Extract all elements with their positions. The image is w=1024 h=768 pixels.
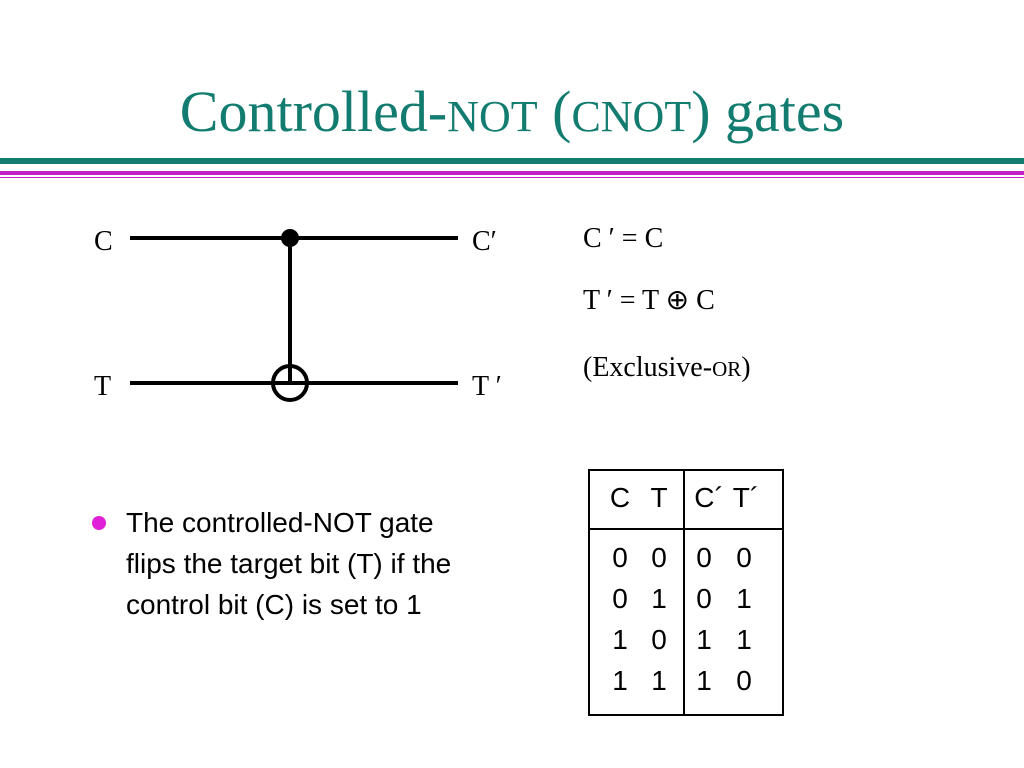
truth-cell: 0 (736, 542, 752, 573)
title-rule-magenta (0, 171, 1024, 175)
truth-cell: 0 (696, 583, 712, 614)
xor-note-or: OR (712, 357, 742, 381)
truth-cell: 0 (651, 624, 667, 655)
truth-cell: 0 (651, 542, 667, 573)
equation-xor-note: (Exclusive-OR) (583, 352, 751, 384)
truth-header-c: C (609, 482, 631, 513)
truth-cell: 0 (736, 665, 752, 696)
slide-title: Controlled-NOT (CNOT) gates (0, 78, 1024, 145)
title-cnot: CNOT (571, 92, 692, 141)
truth-header-t: T (650, 482, 668, 513)
bullet-dot-icon (92, 516, 106, 530)
title-rule-magenta-thin (0, 177, 1024, 178)
target-output-label: T ′ (472, 371, 502, 402)
control-output-label: C′ (472, 226, 497, 257)
truth-cell: 1 (612, 624, 628, 655)
title-not: NOT (447, 92, 538, 141)
truth-header-t-prime: T´ (732, 482, 760, 513)
equation-target: T ′ = T ⊕ C (583, 285, 715, 316)
equation-control: C ′ = C (583, 223, 664, 254)
truth-cell: 1 (696, 665, 712, 696)
truth-table-divider-horizontal (590, 528, 782, 530)
title-rule-teal (0, 158, 1024, 164)
control-input-label: C (94, 226, 113, 257)
control-dot-icon (281, 229, 299, 247)
truth-header-c-prime: C´ (694, 482, 724, 513)
title-prefix: Controlled- (179, 79, 448, 144)
truth-table: C T C´ T´ 0 0 0 0 0 1 0 1 1 0 1 1 1 1 1 … (588, 469, 784, 716)
xor-note-suffix: ) (741, 352, 751, 383)
bullet-text: The controlled-NOT gate flips the target… (126, 507, 452, 620)
truth-cell: 1 (736, 583, 752, 614)
xor-note-prefix: (Exclusive- (583, 352, 713, 383)
truth-cell: 1 (696, 624, 712, 655)
title-suffix: ) gates (691, 79, 845, 144)
truth-cell: 0 (612, 542, 628, 573)
title-open: ( (537, 79, 572, 144)
truth-cell: 1 (651, 583, 667, 614)
truth-table-divider-vertical (683, 471, 685, 714)
target-input-label: T (94, 371, 111, 402)
truth-cell: 1 (736, 624, 752, 655)
truth-cell: 0 (612, 583, 628, 614)
truth-cell: 0 (696, 542, 712, 573)
truth-cell: 1 (612, 665, 628, 696)
truth-cell: 1 (651, 665, 667, 696)
